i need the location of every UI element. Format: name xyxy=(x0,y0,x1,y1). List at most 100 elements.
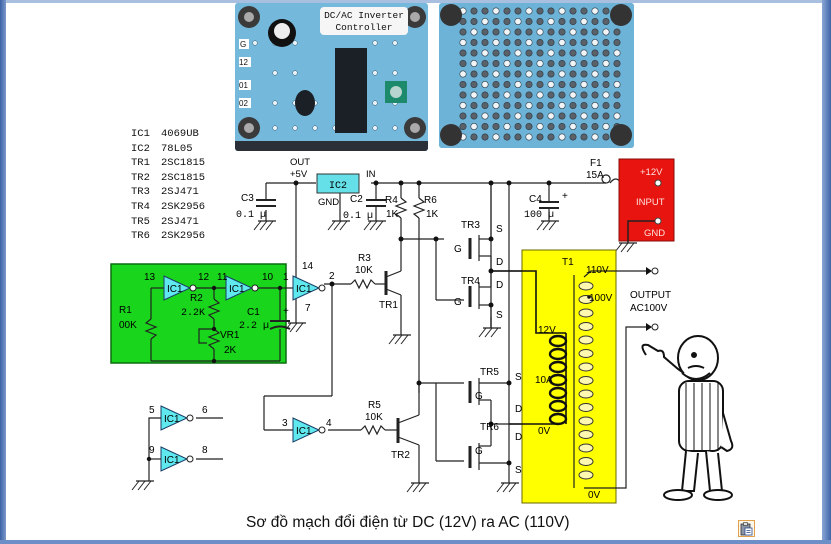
regulator-out-label: OUT xyxy=(290,157,310,168)
part-ref: TR3 xyxy=(131,186,150,199)
input-gnd-terminal xyxy=(654,217,662,225)
transformer-t1 xyxy=(521,249,617,504)
t1-primary-bottom: 0V xyxy=(538,426,551,437)
r4-ref: R4 xyxy=(385,195,398,206)
part-number: 2SJ471 xyxy=(161,215,199,228)
input-gnd-label: GND xyxy=(644,228,665,239)
secondary-coil-turn xyxy=(578,376,594,385)
r1-ref: R1 xyxy=(119,305,132,316)
part-number: 2SK2956 xyxy=(161,200,206,213)
inverter-label: IC1 xyxy=(229,284,245,295)
inverter-bubble xyxy=(186,455,194,463)
c4-value: 100 µ xyxy=(524,210,554,221)
inverter-bubble xyxy=(186,414,194,422)
window-frame-left xyxy=(0,0,6,544)
part-ref: TR6 xyxy=(131,230,150,243)
board-label-line2: Controller xyxy=(335,22,392,33)
osc-pin-11: 11 xyxy=(217,272,228,283)
gate-a-pin-in: 5 xyxy=(149,405,155,416)
tr3-s: S xyxy=(496,224,503,235)
secondary-coil-turn xyxy=(578,308,594,318)
tr4-g: G xyxy=(454,297,462,308)
tr6-d: D xyxy=(515,432,522,443)
part-number: 2SK2956 xyxy=(161,230,206,243)
c3-ref: C3 xyxy=(241,193,254,204)
osc-pin-10: 10 xyxy=(262,272,274,283)
secondary-coil-turn xyxy=(578,403,594,412)
secondary-coil-turn xyxy=(578,322,594,331)
tr5-ref: TR5 xyxy=(480,367,499,378)
document-page: DC/AC Inverter Controller G 12 01 02 IC1… xyxy=(6,3,822,540)
secondary-coil-turn xyxy=(578,281,594,291)
parts-list-row: TR1 2SC1815 xyxy=(131,156,205,171)
inverter-bubble xyxy=(251,284,259,292)
inverter-bubble xyxy=(318,426,326,434)
tr4-ref: TR4 xyxy=(461,276,480,287)
regulator-ic2 xyxy=(316,173,360,194)
osc-pin-1: 1 xyxy=(283,272,289,283)
part-number: 78L05 xyxy=(161,142,193,155)
part-number: 2SC1815 xyxy=(161,171,206,184)
board-label-line1: DC/AC Inverter xyxy=(324,10,404,21)
tr3-g: G xyxy=(454,244,462,255)
figure-caption: Sơ đồ mạch đổi điện từ DC (12V) ra AC (1… xyxy=(246,514,570,531)
paste-icon-glyph xyxy=(740,522,753,536)
professor-cartoon-illustration xyxy=(641,335,734,501)
clipboard-paste-icon[interactable] xyxy=(738,520,755,537)
gate-b-pin-out: 8 xyxy=(202,445,208,456)
pin-label-g: G xyxy=(240,40,246,49)
vr1-value: 2K xyxy=(224,345,237,356)
part-number: 2SC1815 xyxy=(161,157,206,170)
r2-value: 2.2K xyxy=(181,308,205,319)
output-label-line2: AC100V xyxy=(630,303,668,314)
r3-ref: R3 xyxy=(358,253,371,264)
regulator-label: IC2 xyxy=(329,181,347,192)
part-ref: IC1 xyxy=(131,128,150,140)
secondary-coil-turn xyxy=(578,349,594,358)
pin-label-12: 12 xyxy=(239,58,248,67)
r5-ref: R5 xyxy=(368,400,381,411)
part-ref: TR5 xyxy=(131,215,150,228)
board-photo-front: DC/AC Inverter Controller G 12 01 02 xyxy=(235,3,428,151)
board-photo-back xyxy=(439,3,634,148)
unused-inverter-b: IC1 xyxy=(160,446,194,472)
part-ref: TR1 xyxy=(131,157,150,170)
tr6-ref: TR6 xyxy=(480,422,499,433)
buffer1-pin-2: 2 xyxy=(329,271,335,282)
buffer2-pin-3: 3 xyxy=(282,418,288,429)
tr5-s: S xyxy=(515,372,522,383)
parts-list-row: TR6 2SK2956 xyxy=(131,229,205,244)
secondary-coil-turn xyxy=(578,416,594,426)
r6-value: 1K xyxy=(426,209,439,220)
output-label-line1: OUTPUT xyxy=(630,290,671,301)
t1-ref: T1 xyxy=(562,257,574,268)
c2-ref: C2 xyxy=(350,194,363,205)
inverter-bubble xyxy=(189,284,197,292)
c2-value: 0.1 µ xyxy=(343,211,373,222)
inverter-label: IC1 xyxy=(164,414,180,425)
osc-inverter-2: IC1 xyxy=(225,275,259,301)
window-frame-top xyxy=(0,0,831,3)
gate-b-pin-in: 9 xyxy=(149,445,155,456)
tr4-s: S xyxy=(496,310,503,321)
regulator-in-label: IN xyxy=(366,169,376,180)
tr4-d: D xyxy=(496,280,503,291)
tr3-d: D xyxy=(496,257,503,268)
buffer2-inverter: IC1 xyxy=(292,417,326,443)
input-plus12v-label: +12V xyxy=(640,167,663,178)
tr3-ref: TR3 xyxy=(461,220,480,231)
vr1-ref: VR1 xyxy=(220,330,240,341)
tr2-ref: TR2 xyxy=(391,450,410,461)
tr1-ref: TR1 xyxy=(379,300,398,311)
buffer1-pin-7: 7 xyxy=(305,303,311,314)
ic-chip xyxy=(335,48,367,133)
buffer1-inverter: IC1 xyxy=(292,275,326,301)
r2-ref: R2 xyxy=(190,293,203,304)
fuse-ref: F1 xyxy=(590,158,602,169)
tr6-s: S xyxy=(515,465,522,476)
